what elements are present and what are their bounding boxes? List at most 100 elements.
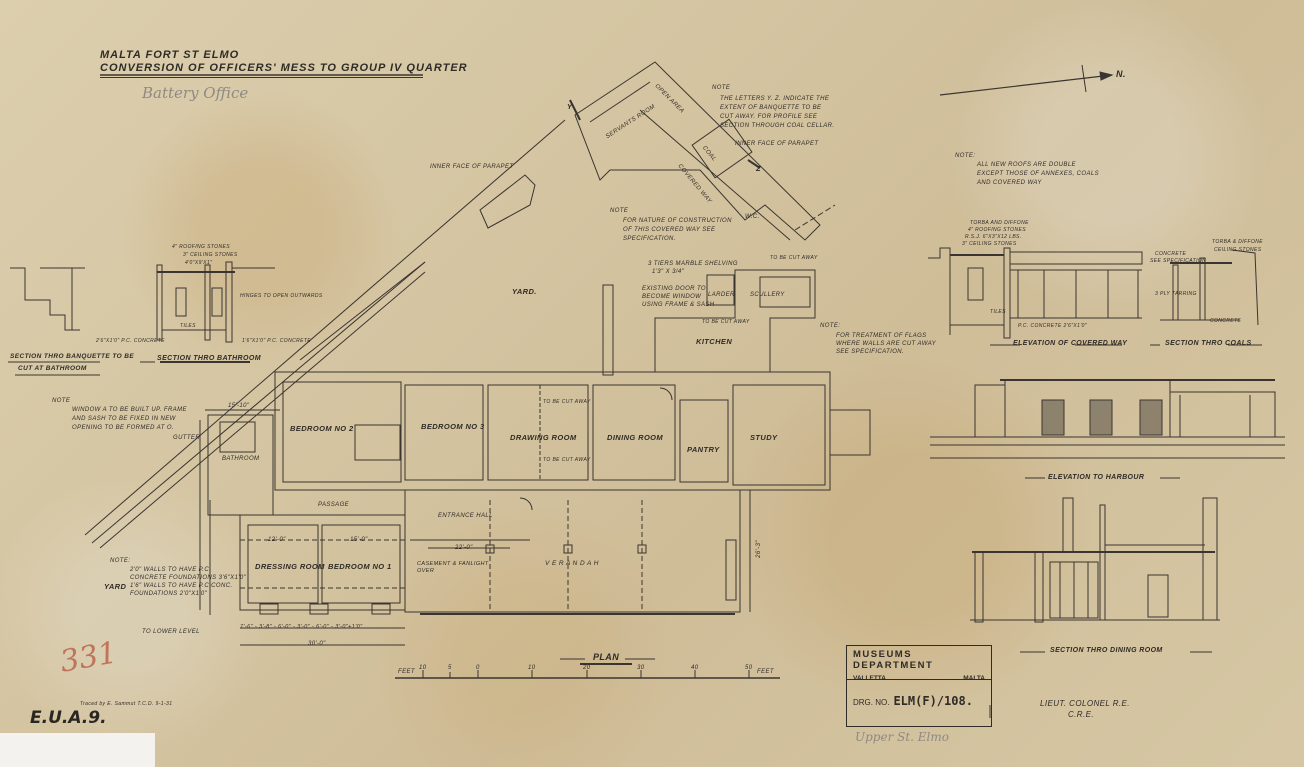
room-scullery: SCULLERY [750,292,785,298]
dim-22: 22'-0" [455,545,473,551]
label-door-window: USING FRAME & SASH [642,302,715,308]
paper-label-strip [0,733,155,767]
section-label: CONCRETE [1210,318,1242,324]
stamp-country: MALTA [963,675,985,682]
section-label: 3" CEILING STONES [183,252,238,258]
covered-way-elevation [928,247,1143,346]
section-label: 3 PLY TARRING [1155,291,1197,297]
scale-tick: 5 [448,665,452,671]
covered-way-plan [569,61,836,241]
section-banquette-title: SECTION THRO BANQUETTE TO BE [10,353,135,360]
note-head: NOTE [712,85,731,91]
scale-tick: 40 [691,665,699,671]
banquette-section [8,267,100,376]
label-inner-parapet-2: INNER FACE OF PARAPET [735,141,819,147]
note-line: 2'0" WALLS TO HAVE P.C. [130,567,212,573]
signature-title: C.R.E. [1068,710,1094,719]
label-door-window: EXISTING DOOR TO [642,286,706,292]
room-larder: LARDER [708,292,735,298]
section-covered-way-title: ELEVATION OF COVERED WAY [1013,340,1128,347]
note-line: ALL NEW ROOFS ARE DOUBLE [977,162,1076,168]
museums-department-stamp: MUSEUMS DEPARTMENT VALLETTA MALTA DRG. NO… [846,645,992,727]
room-dressing: DRESSING ROOM [255,562,325,571]
note-line: CONCRETE FOUNDATIONS 3'6"x1'0" [130,575,247,581]
signature-rank: LIEUT. COLONEL R.E. [1040,699,1130,708]
section-label: R.S.J. 6"x3"x12 LBS. [965,234,1022,240]
dim-row: 7'-6" - 3'-8" - 6'-0" - 3'-0" - 6'-0" - … [240,624,363,630]
label-cut-away: TO BE CUT AWAY [543,457,591,463]
label-gutter: GUTTER [173,435,201,441]
note-line: SEE SPECIFICATION. [836,349,905,355]
label-inner-parapet: INNER FACE OF PARAPET [430,164,514,170]
mark-z: Z [756,164,761,173]
stamp-department: MUSEUMS DEPARTMENT [853,649,934,671]
label-shelving-dim: 1'3" x 3/4" [652,269,685,275]
note-line: SECTION THROUGH COAL CELLAR. [720,123,835,129]
section-harbour-title: ELEVATION TO HARBOUR [1048,474,1145,481]
plan-title-underline [560,658,655,665]
section-label: CEILING STONES [1214,247,1262,253]
note-line: EXTENT OF BANQUETTE TO BE [720,105,822,111]
room-drawing: DRAWING ROOM [510,433,577,442]
traced-by: Traced by E. Sammut T.C.D. 9-1-31 [80,701,173,707]
section-label: 1'6"x1'0" P.C. CONCRETE [242,338,312,344]
dim-15: 15'-0" [350,537,368,543]
lower-block-plan [239,489,751,615]
note-head: NOTE [52,398,71,404]
label-casement: CASEMENT & FANLIGHT [417,561,489,567]
dining-room-section [970,497,1220,653]
room-passage: PASSAGE [318,502,350,508]
label-shelving: 3 TIERS MARBLE SHELVING [648,261,738,267]
handwritten-battery-office: Battery Office [142,84,249,102]
label-door-window: BECOME WINDOW [642,294,702,300]
section-bathroom-title: SECTION THRO BATHROOM [157,355,261,362]
handwritten-upper-st-elmo: Upper St. Elmo [855,730,950,744]
note-line: SPECIFICATION. [623,236,676,242]
section-label: TORBA & DIFFONE [1212,239,1264,245]
note-line: OF THIS COVERED WAY SEE [623,227,716,233]
room-verandah: V E R A N D A H [545,560,599,567]
note-line: CUT AWAY. FOR PROFILE SEE [720,114,818,120]
note-line: THE LETTERS Y. Z. INDICATE THE [720,96,830,102]
note-line: FOUNDATIONS 2'0"x1'0" [130,591,208,597]
section-label: TORBA AND DIFFONE [970,220,1029,226]
scale-label: FEET [398,669,415,675]
note-line: WHERE WALLS ARE CUT AWAY [836,341,937,347]
bathroom-section [140,261,275,363]
label-lower-level: TO LOWER LEVEL [142,629,200,635]
note-line: WINDOW A TO BE BUILT UP. FRAME [72,407,187,413]
coals-section [1150,249,1262,346]
section-label: 2'6"x1'0" P.C. CONCRETE [96,338,166,344]
mark-y: Y [567,102,573,111]
room-pantry: PANTRY [687,445,720,454]
note-line: FOR TREATMENT OF FLAGS [836,333,927,339]
north-label: N. [1116,69,1126,79]
note-line: AND SASH TO BE FIXED IN NEW [72,416,176,422]
scale-tick: 20 [583,665,591,671]
label-cut-away: TO BE CUT AWAY [770,255,818,261]
section-coals-title: SECTION THRO COALS [1165,340,1252,347]
note-line: FOR NATURE OF CONSTRUCTION [623,218,732,224]
note-line: AND COVERED WAY [977,180,1042,186]
room-entrance-hall: ENTRANCE HALL [438,513,493,519]
room-bedroom-1: BEDROOM No 1 [328,562,392,571]
scale-bar [395,670,780,679]
section-label: P.C. CONCRETE 2'6"x1'0" [1018,323,1088,329]
plan-dimension-lines [205,409,510,646]
room-wc: W.C. [745,214,760,220]
note-head: NOTE: [820,323,841,329]
drawing-number-label: DRG. NO. [853,698,890,707]
drawing-title: MALTA FORT ST ELMO [100,49,240,61]
bathroom-plan [199,414,274,615]
section-label: TILES [990,309,1006,315]
drawing-number: ELM(F)/108. [893,694,973,708]
section-banquette-title-2: CUT AT BATHROOM [18,365,87,372]
label-cut-away: TO BE CUT AWAY [543,399,591,405]
room-bedroom-3: BEDROOM No 3 [421,422,485,431]
stamp-city: VALLETTA [853,675,886,682]
scale-tick: 10 [528,665,536,671]
note-head: NOTE: [955,153,976,159]
note-head: NOTE [610,208,629,214]
